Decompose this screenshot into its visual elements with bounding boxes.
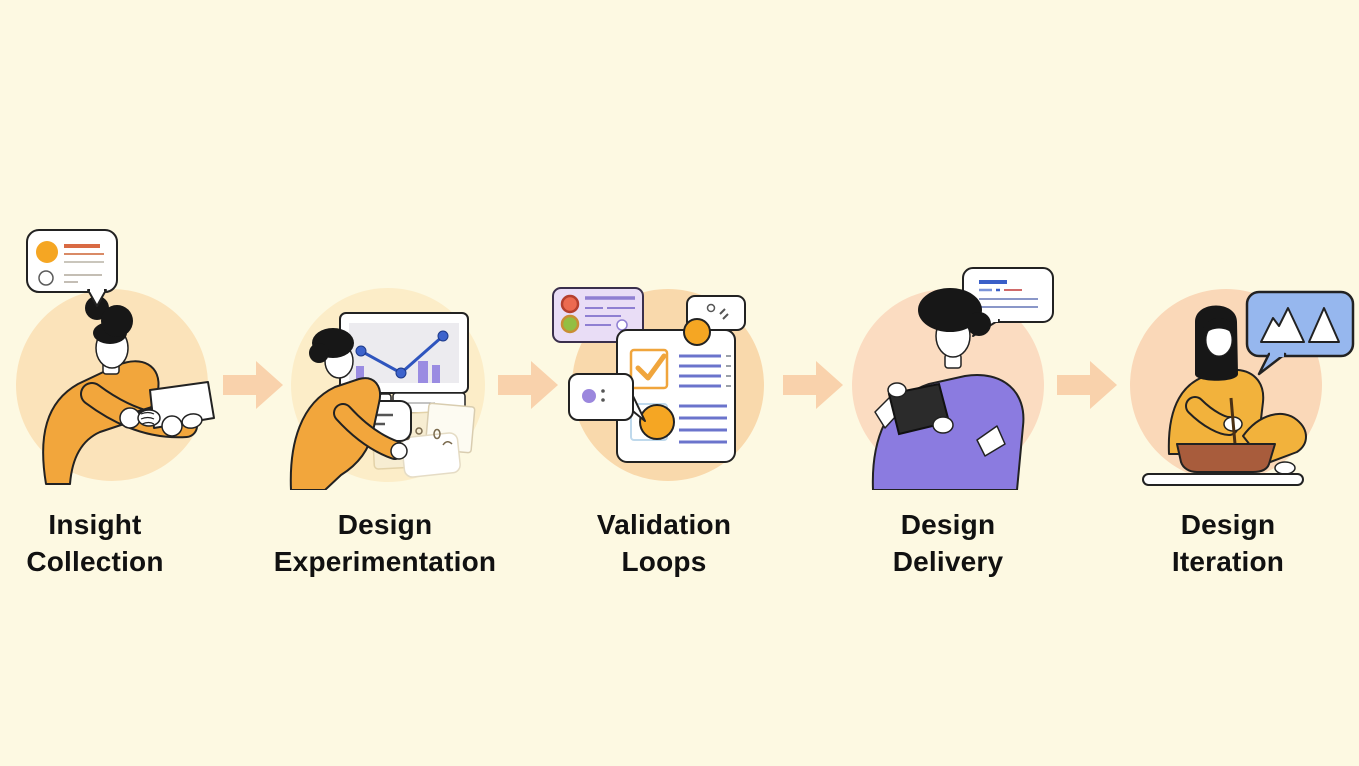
hands (119, 407, 203, 437)
workbench-plank (1142, 473, 1304, 486)
red-status-dot (560, 294, 580, 314)
stage-insight-collection-illustration (16, 229, 215, 485)
stage-label-design-experimentation: Design Experimentation (225, 506, 545, 580)
person-head-peek (683, 318, 711, 346)
mountain-icon (1260, 307, 1305, 343)
feedback-bubble-icon (26, 229, 118, 307)
stage-label-insight-collection: Insight Collection (0, 506, 255, 580)
stage-label-line: Experimentation (273, 546, 497, 577)
document-text-lines (679, 354, 721, 388)
flow-arrow-icon (498, 361, 558, 409)
flow-arrow-icon (783, 361, 843, 409)
stage-label-design-iteration: Design Iteration (1068, 506, 1359, 580)
stage-design-iteration-illustration (1130, 289, 1355, 486)
stage-label-line: Delivery (892, 546, 1004, 577)
purple-dot-icon (582, 389, 596, 403)
orange-dot-icon (36, 241, 58, 263)
image-bubble-icon (1245, 290, 1355, 376)
bar-chart-icon (356, 361, 440, 383)
stage-label-line: Design (337, 509, 433, 540)
hair (918, 288, 982, 332)
stick-icon (1229, 397, 1237, 445)
person-illustration (289, 328, 408, 490)
stage-label-line: Design (1180, 509, 1276, 540)
spec-bubble-icon (962, 267, 1054, 337)
checklist-document (616, 329, 736, 463)
commenter-top-right (683, 295, 746, 346)
stage-label-design-delivery: Design Delivery (788, 506, 1108, 580)
commenter-bottom-left (568, 373, 675, 440)
stage-label-line: Iteration (1171, 546, 1285, 577)
stage-label-line: Design (900, 509, 996, 540)
stage-label-validation-loops: Validation Loops (504, 506, 824, 580)
stage-label-line: Insight (48, 509, 142, 540)
head-with-bun (85, 296, 133, 375)
stage-design-delivery-illustration (852, 267, 1054, 490)
stage-design-experimentation-illustration (289, 288, 485, 490)
checkbox-checked-icon (629, 348, 669, 390)
person-head-peek (639, 404, 675, 440)
flow-arrow-icon (223, 361, 283, 409)
person-illustration (871, 288, 1025, 490)
stage-validation-loops-illustration (552, 287, 764, 481)
craft-bowl-icon (1142, 443, 1304, 486)
line-chart-icon (355, 330, 449, 379)
stage-label-line: Validation (596, 509, 732, 540)
green-status-dot (560, 314, 580, 334)
stage-label-line: Collection (26, 546, 164, 577)
mountain-icon (1308, 307, 1340, 343)
flow-arrow-icon (1057, 361, 1117, 409)
stage-label-line: Loops (621, 546, 707, 577)
